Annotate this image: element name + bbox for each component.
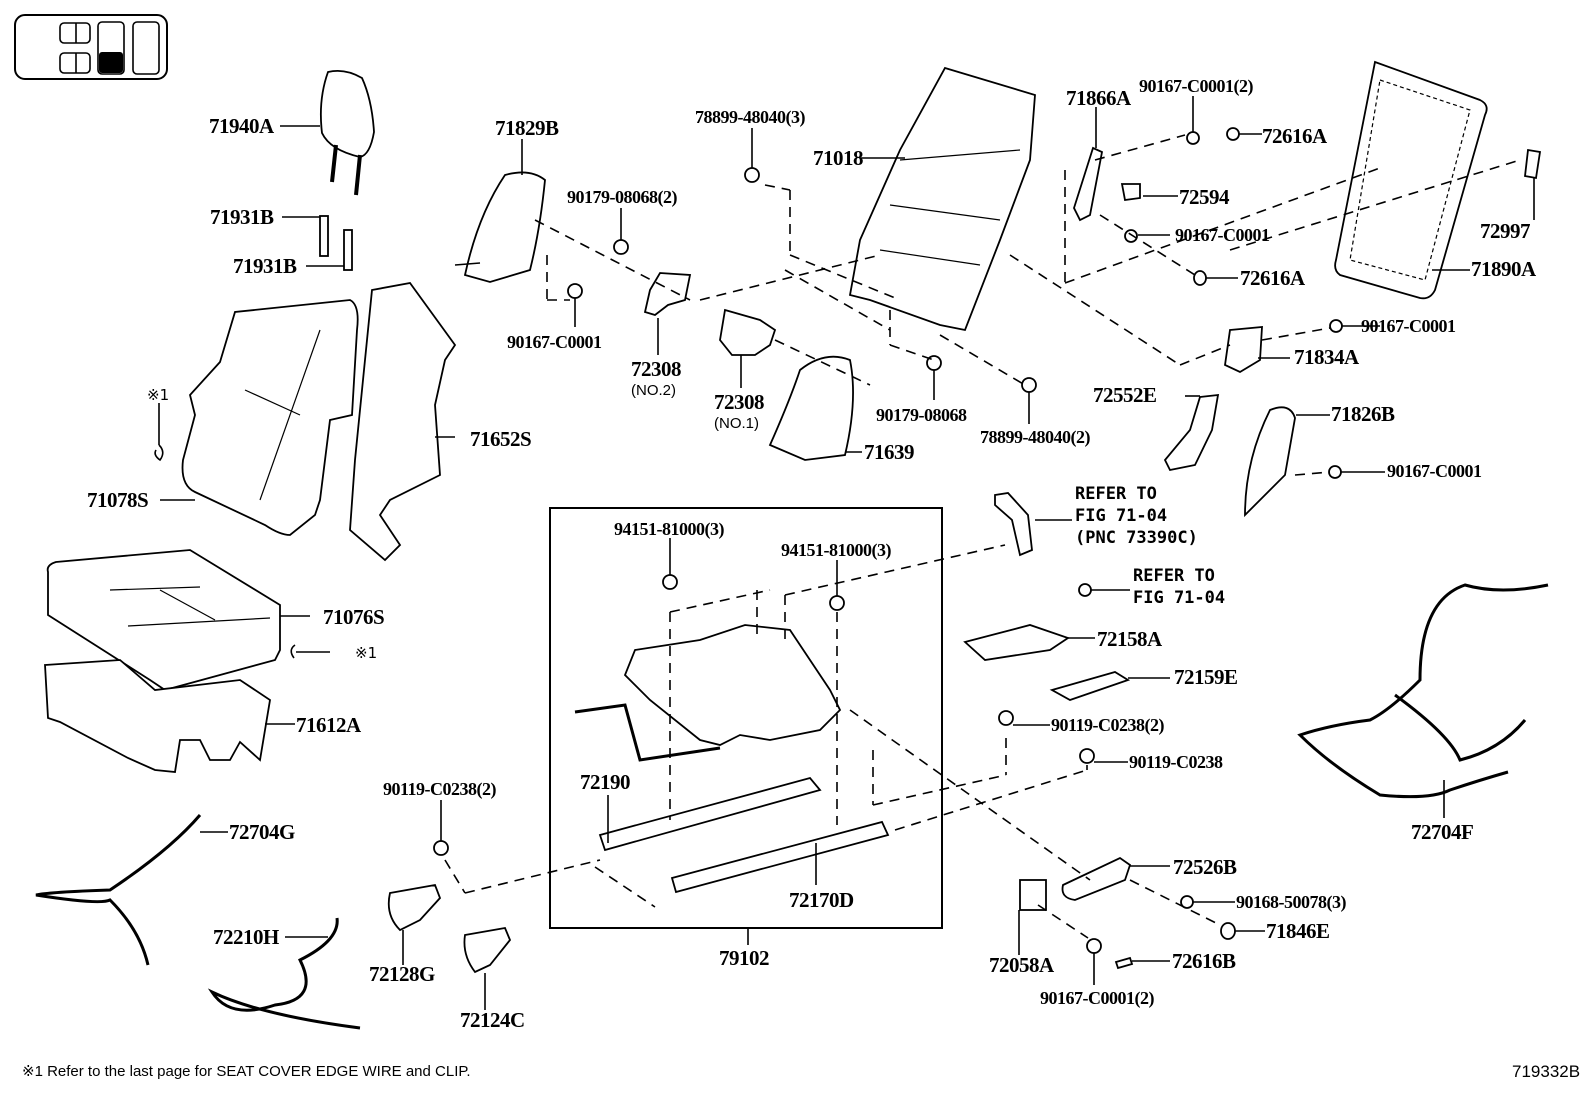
part-label-72210H[interactable]: 72210H (213, 925, 279, 949)
wire-harness-left (35, 800, 512, 1030)
recliner-hinge-part-2 (719, 308, 777, 388)
note-marker-lower: ※1 (355, 644, 378, 662)
part-label-90167-C0001-d[interactable]: 90167-C0001 (1387, 461, 1482, 481)
part-label-90167-C0001-2b[interactable]: 90167-C0001(2) (1040, 988, 1154, 1008)
part-label-71018[interactable]: 71018 (813, 146, 864, 170)
part-label-72308-no1[interactable]: 72308 (714, 390, 765, 414)
part-label-72616B[interactable]: 72616B (1172, 949, 1236, 973)
part-label-71834A[interactable]: 71834A (1294, 345, 1359, 369)
hinge-cover-part (454, 139, 546, 283)
part-label-72526B[interactable]: 72526B (1173, 855, 1237, 879)
seat-cushion-frame-part (44, 659, 295, 773)
seatback-frame-part (848, 66, 1036, 332)
part-label-71931B-2[interactable]: 71931B (233, 254, 297, 278)
part-label-90179-08068-2[interactable]: 90179-08068(2) (567, 187, 677, 207)
part-label-72124C[interactable]: 72124C (460, 1008, 525, 1032)
reinforcement-part (1163, 393, 1220, 472)
part-label-72159E[interactable]: 72159E (1174, 665, 1238, 689)
part-label-72308-no2[interactable]: 72308 (631, 357, 682, 381)
seat-adjuster-frame-part (574, 538, 890, 894)
wire-harness-right (1297, 583, 1549, 818)
part-label-79102[interactable]: 79102 (719, 946, 770, 970)
cover-parts-right (963, 624, 1170, 764)
seat-position-locator-icon (14, 14, 168, 80)
part-label-72552E[interactable]: 72552E (1093, 383, 1157, 407)
recliner-hinge-part (643, 272, 692, 355)
nut-part (926, 355, 1037, 424)
side-trim-part (1244, 406, 1385, 518)
part-label-90167-C0001-2[interactable]: 90167-C0001(2) (1139, 76, 1253, 96)
part-label-90167-C0001-c[interactable]: 90167-C0001 (1361, 316, 1456, 336)
part-label-72616A-2[interactable]: 72616A (1240, 266, 1305, 290)
seatback-board-part (1334, 60, 1542, 300)
assembly-leader-lines (444, 134, 1521, 939)
figure-id: 719332B (1512, 1062, 1581, 1081)
part-label-72190[interactable]: 72190 (580, 770, 631, 794)
bolt-part (567, 208, 629, 327)
part-label-71829B[interactable]: 71829B (495, 116, 559, 140)
part-label-72704G[interactable]: 72704G (229, 820, 295, 844)
part-label-72594[interactable]: 72594 (1179, 185, 1230, 209)
part-label-71639[interactable]: 71639 (864, 440, 915, 464)
part-label-71846E[interactable]: 71846E (1266, 919, 1330, 943)
part-label-94151-81000-a[interactable]: 94151-81000(3) (614, 519, 724, 539)
part-label-72704F[interactable]: 72704F (1411, 820, 1474, 844)
seat-adjuster-assembly-box (549, 507, 943, 945)
part-label-72170D[interactable]: 72170D (789, 888, 854, 912)
part-label-71612A[interactable]: 71612A (296, 713, 361, 737)
reference-note-fig-71-04-pnc[interactable]: REFER TO FIG 71-04 (PNC 73390C) (1075, 484, 1198, 548)
seatback-side-part (349, 282, 457, 562)
part-label-72058A[interactable]: 72058A (989, 953, 1054, 977)
part-label-90179-08068[interactable]: 90179-08068 (876, 405, 967, 425)
lower-cover-part (1224, 319, 1380, 374)
lever-bracket-part (1073, 96, 1262, 286)
part-label-90119-C0238-2[interactable]: 90119-C0238(2) (1051, 715, 1165, 735)
part-label-90119-C0238[interactable]: 90119-C0238 (1129, 752, 1223, 772)
part-label-71866A[interactable]: 71866A (1066, 86, 1131, 110)
headrest-part (280, 69, 375, 196)
part-label-72128G[interactable]: 72128G (369, 962, 435, 986)
reference-note-fig-71-04[interactable]: REFER TO FIG 71-04 (1133, 566, 1226, 608)
part-label-90119-C0238-2b[interactable]: 90119-C0238(2) (383, 779, 497, 799)
side-cover-part (768, 355, 862, 461)
part-label-90167-C0001-b[interactable]: 90167-C0001 (1175, 225, 1270, 245)
edge-wire-clip (154, 403, 164, 462)
footnote: ※1 Refer to the last page for SEAT COVER… (22, 1063, 471, 1080)
part-label-90168-50078-3[interactable]: 90168-50078(3) (1236, 892, 1346, 912)
part-sublabel-no2: (NO.2) (631, 382, 676, 399)
part-sublabel-no1: (NO.1) (714, 415, 759, 432)
part-label-71890A[interactable]: 71890A (1471, 257, 1536, 281)
part-label-71076S[interactable]: 71076S (323, 605, 385, 629)
part-label-71826B[interactable]: 71826B (1331, 402, 1395, 426)
part-label-72997[interactable]: 72997 (1480, 219, 1531, 243)
part-label-71652S[interactable]: 71652S (470, 427, 532, 451)
part-label-78899-48040-3[interactable]: 78899-48040(3) (695, 107, 805, 127)
headrest-guide-part (282, 215, 353, 271)
part-label-71931B[interactable]: 71931B (210, 205, 274, 229)
handle-parts (1018, 856, 1265, 985)
part-label-72158A[interactable]: 72158A (1097, 627, 1162, 651)
part-label-90167-C0001[interactable]: 90167-C0001 (507, 332, 602, 352)
part-label-71078S[interactable]: 71078S (87, 488, 149, 512)
note-marker-upper: ※1 (147, 386, 170, 404)
refer-part (994, 492, 1130, 597)
part-label-71940A[interactable]: 71940A (209, 114, 274, 138)
part-label-72616A[interactable]: 72616A (1262, 124, 1327, 148)
part-label-94151-81000-b[interactable]: 94151-81000(3) (781, 540, 891, 560)
part-label-78899-48040-2[interactable]: 78899-48040(2) (980, 427, 1090, 447)
bolt-part-top (744, 128, 760, 183)
seatback-cover-part (160, 299, 359, 536)
